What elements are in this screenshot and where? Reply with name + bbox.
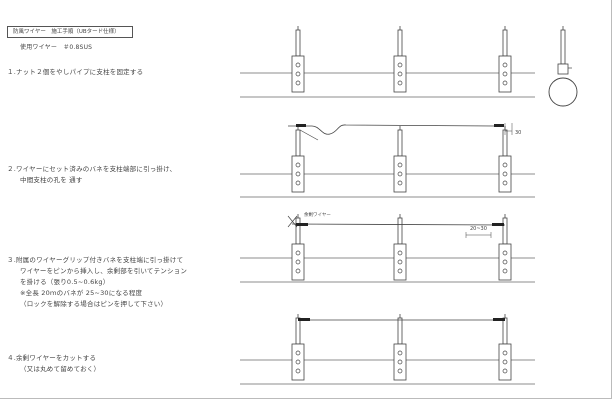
step-4-text-line-2: （又は丸めて留めておく） [20,365,101,373]
step-3-dimension: 20~30 [470,226,487,232]
step-4-diagram [240,313,535,385]
step-1-text: １.ナット２個をやしパイプに支柱を固定する [7,68,144,76]
step-3-text-line-5: （ロックを解除する場合はピンを押して下さい） [20,300,168,308]
page-title: 防風ワイヤー 施工手順（UBタード仕様） [13,29,120,35]
step-4-text-line-1: ４.余剰ワイヤーをカットする [7,354,97,362]
step-2-text-line-2: 中間支柱の孔を 通す [20,176,83,184]
step-3-text-line-3: を掛ける（張り0.5~0.6kg） [20,278,110,286]
wire-spec: 使用ワイヤー ＃0.8SUS [20,44,93,51]
step-3-diagram: 余剰ワイヤー 20~30 [240,211,535,283]
title-box: 防風ワイヤー 施工手順（UBタード仕様） [7,26,133,38]
step-2-diagram: 30 [240,123,535,198]
step-3-text-line-1: ３.附属のワイヤーグリップ付きバネを支柱端に引っ掛けて [7,256,184,264]
step-3-callout: 余剰ワイヤー [304,211,331,218]
step-1-diagram [240,25,578,107]
step-3-text-line-2: ワイヤーをピンから挿入し、余剰部を引いてテンション [20,267,188,275]
step-2-dimension: 30 [515,130,521,136]
step-3-text-line-4: ※全長 20ｍのバネが 25~30になる程度 [20,289,143,297]
step-2-text-line-1: ２.ワイヤーにセット済みのバネを支柱端部に引っ掛け、 [7,165,177,173]
